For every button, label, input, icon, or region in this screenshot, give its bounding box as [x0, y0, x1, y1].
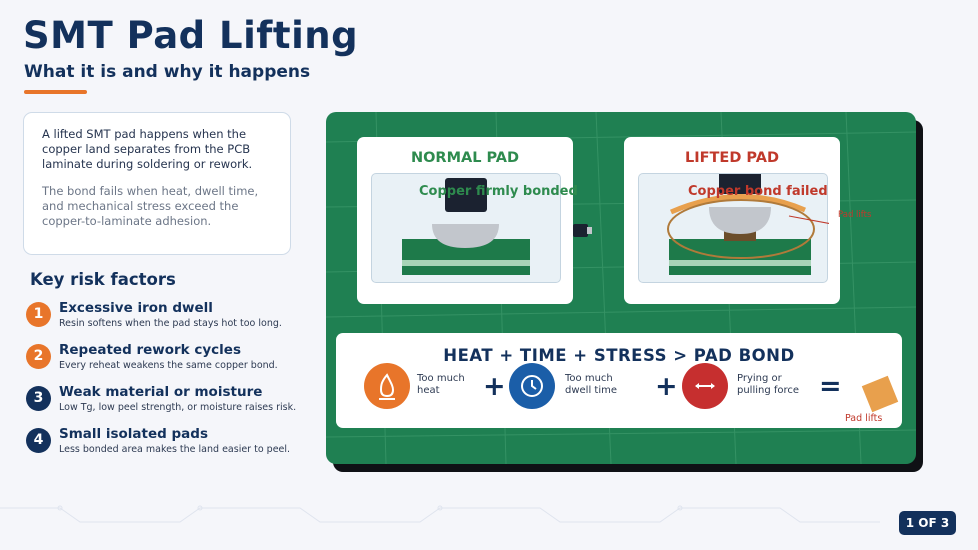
pad-lifts-pointer-label: Pad lifts	[838, 210, 872, 220]
dwell-label-line2: dwell time	[565, 385, 618, 396]
intro-paragraph-cause: The bond fails when heat, dwell time, an…	[42, 184, 259, 228]
intro-card: A lifted SMT pad happens when the copper…	[23, 112, 291, 255]
force-label: Prying or pulling force	[737, 373, 799, 397]
flame-icon	[364, 363, 410, 409]
risk-number-badge: 1	[26, 302, 51, 327]
bonded-pad-cross-section	[402, 178, 530, 275]
risk-number-badge: 4	[26, 428, 51, 453]
pull-arrows-icon	[682, 363, 728, 409]
normal-pad-illustration	[371, 173, 561, 283]
heat-label-line2: heat	[417, 385, 440, 396]
page-indicator-badge: 1 OF 3	[899, 511, 956, 535]
force-label-line2: pulling force	[737, 385, 800, 396]
component-connector	[573, 224, 592, 237]
pcb-diagram-board: NORMAL PAD Copper firmly bonded LIFTED P…	[326, 112, 916, 464]
risk-title: Weak material or moisture	[59, 384, 263, 400]
heat-label-line1: Too much	[417, 373, 465, 384]
risk-description: Low Tg, low peel strength, or moisture r…	[59, 402, 297, 413]
normal-pad-caption: Copper firmly bonded	[419, 184, 578, 199]
risk-number-badge: 3	[26, 386, 51, 411]
risk-description: Every reheat weakens the same copper bon…	[59, 360, 278, 371]
lifted-pad-card: LIFTED PAD Copper bond failed	[624, 137, 840, 304]
risk-title: Small isolated pads	[59, 426, 208, 442]
lifted-pad-caption: Copper bond failed	[688, 184, 828, 199]
plus-sign: +	[655, 371, 678, 402]
plus-sign: +	[483, 371, 506, 402]
dwell-label-line1: Too much	[565, 373, 613, 384]
lifted-pad-cross-section	[667, 174, 829, 275]
result-label: Pad lifts	[845, 413, 883, 424]
equals-sign: =	[819, 371, 842, 402]
lifted-pad-title: LIFTED PAD	[685, 150, 779, 166]
heat-label: Too much heat	[417, 373, 465, 397]
lifted-pad-result-icon	[861, 375, 899, 413]
failure-formula-card: HEAT + TIME + STRESS > PAD BOND Too much…	[336, 333, 902, 428]
force-label-line1: Prying or	[737, 373, 782, 384]
intro-paragraph-definition: A lifted SMT pad happens when the copper…	[42, 127, 253, 171]
clock-icon	[509, 363, 555, 409]
title-accent-bar	[24, 90, 87, 94]
risk-title: Repeated rework cycles	[59, 342, 241, 358]
normal-pad-card: NORMAL PAD Copper firmly bonded	[357, 137, 578, 304]
risk-description: Less bonded area makes the land easier t…	[59, 444, 291, 455]
lifted-pad-illustration	[638, 173, 829, 283]
risk-title: Excessive iron dwell	[59, 300, 213, 316]
risk-number-badge: 2	[26, 344, 51, 369]
page-title: SMT Pad Lifting	[23, 14, 359, 57]
dwell-time-label: Too much dwell time	[565, 373, 617, 397]
normal-pad-title: NORMAL PAD	[410, 150, 520, 166]
footer-circuit-lines	[0, 505, 880, 523]
formula-title: HEAT + TIME + STRESS > PAD BOND	[443, 346, 795, 365]
risk-factors-heading: Key risk factors	[30, 270, 176, 289]
risk-description: Resin softens when the pad stays hot too…	[59, 318, 282, 329]
page-subtitle: What it is and why it happens	[24, 62, 311, 82]
